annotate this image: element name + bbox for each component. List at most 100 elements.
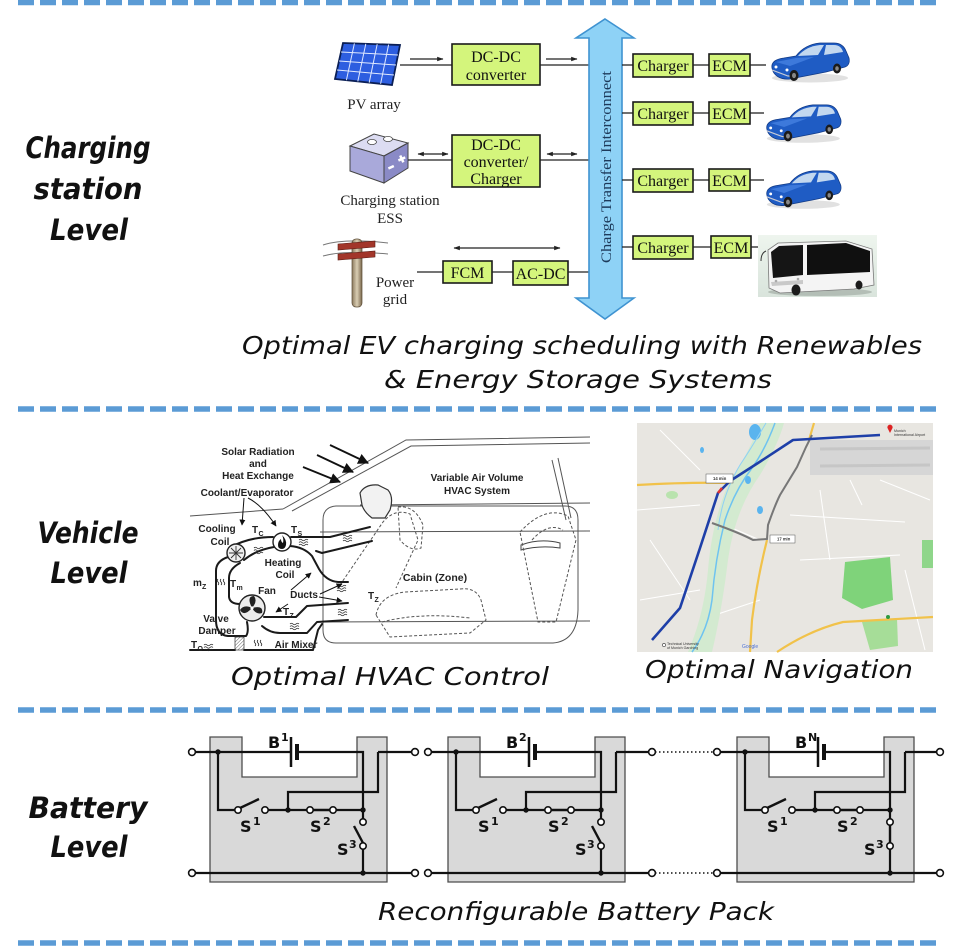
switch-label-superscript: 1 <box>253 815 261 828</box>
switch-contact <box>543 805 552 814</box>
electric-car-icon <box>771 42 850 84</box>
coolant-evaporator-label: Coolant/Evaporator <box>201 488 294 499</box>
symbol-t-c: T <box>252 525 258 536</box>
switch-contact <box>566 805 575 814</box>
battery-label-superscript: N <box>808 731 817 744</box>
interconnect-label: Charge Transfer Interconnect <box>599 70 615 263</box>
level-label-battery-line-2: Level <box>51 830 129 864</box>
ducts-label: Ducts <box>290 590 318 601</box>
power-grid-label-line-1: Power <box>376 275 414 291</box>
ess-converter-label-line-2: converter/ <box>464 154 529 171</box>
symbol-m-z: m <box>193 578 202 589</box>
wire <box>454 752 476 812</box>
route-time-1: 14 min <box>713 476 727 481</box>
switch-contact <box>596 817 605 826</box>
valve-damper-label-line-2: Damper <box>198 626 235 637</box>
level-label-vehicle-line-1: Vehicle <box>38 516 139 550</box>
wire <box>297 750 365 822</box>
symbol-t-m: T <box>230 579 236 590</box>
battery-interconnects <box>187 747 945 878</box>
symbol-t-o-subscript: O <box>198 646 204 653</box>
poi-pin-icon <box>886 615 890 619</box>
symbol-m-z-subscript: Z <box>202 584 207 591</box>
symbol-t-z-cabin: T <box>368 591 374 602</box>
switch-contact <box>596 841 605 850</box>
electric-bus-icon <box>758 235 877 297</box>
switch-open-lever <box>590 825 603 844</box>
switch-label: S <box>837 817 849 836</box>
battery-label: B <box>268 733 280 752</box>
side-mirror <box>359 484 393 519</box>
switch-label-superscript: 3 <box>876 838 884 851</box>
ess-converter-charger-box <box>451 134 541 188</box>
wire <box>535 750 603 822</box>
switch-open-lever <box>477 797 498 810</box>
level-label-charging-line-2: station <box>34 172 143 206</box>
terminal-right-top <box>935 747 945 757</box>
connector <box>410 747 420 757</box>
origin-label-line-1: Technical University <box>667 642 699 646</box>
solar-radiation-arrows <box>302 444 369 484</box>
cooling-coil-label-line-2: Coil <box>211 537 230 548</box>
symbol-t-z-cabin-subscript: Z <box>375 597 380 604</box>
battery-label: B <box>506 733 518 752</box>
ecm-label: ECM <box>714 240 749 257</box>
switch-contact <box>498 805 507 814</box>
electric-car-icon <box>766 104 842 144</box>
alternate-route <box>711 434 813 542</box>
switch-contact <box>885 841 894 850</box>
valve-damper-icon <box>234 636 245 651</box>
valve-damper-label-line-1: Valve <box>203 614 229 625</box>
minor-roads <box>636 429 931 651</box>
switch-contact <box>358 841 367 850</box>
battery-storage-icon <box>348 133 410 184</box>
charging-station-caption-line-1: Optimal EV charging scheduling with Rene… <box>242 331 922 360</box>
charger-label: Charger <box>637 240 689 257</box>
charger-label: Charger <box>637 173 689 190</box>
switch-open-lever <box>239 797 260 810</box>
switch-label: S <box>240 817 252 836</box>
route-time-badge-2 <box>769 534 796 544</box>
origin-pin-icon <box>662 643 666 647</box>
switch-label: S <box>864 840 876 859</box>
level-label-battery-line-1: Battery <box>29 791 149 825</box>
switch-open-lever <box>352 825 365 844</box>
symbol-t-o: T <box>191 640 197 651</box>
ecm-label: ECM <box>712 58 747 75</box>
connector <box>647 868 657 878</box>
pv-array-label: PV array <box>347 97 401 113</box>
switch-contact <box>260 805 269 814</box>
switch-contact <box>832 805 841 814</box>
switch-contact <box>305 805 314 814</box>
power-pole-icon <box>322 238 389 308</box>
switch-label: S <box>767 817 779 836</box>
destination-label-line-2: International Airport <box>894 433 925 437</box>
fan-icon <box>238 594 266 622</box>
fcm-label: FCM <box>451 265 485 282</box>
primary-route <box>651 433 881 641</box>
heating-coil-label-line-1: Heating <box>265 558 302 569</box>
hvac-ducts <box>189 526 373 651</box>
heating-coil-label-line-2: Coil <box>276 570 295 581</box>
destination-pin-icon <box>887 424 893 433</box>
switch-label-superscript: 3 <box>349 838 357 851</box>
electric-car-icon <box>766 170 842 210</box>
switch-label: S <box>478 817 490 836</box>
connector <box>423 868 433 878</box>
symbol-t-s-subscript: S <box>298 531 303 538</box>
symbol-t-m-subscript: m <box>237 585 243 592</box>
level-label-charging-line-1: Charging <box>26 131 151 165</box>
ess-converter-label-line-3: Charger <box>470 171 522 188</box>
hvac-caption: Optimal HVAC Control <box>231 662 549 691</box>
switch-contact <box>855 805 864 814</box>
level-label-vehicle-line-2: Level <box>51 556 129 590</box>
junction-dot <box>360 807 366 813</box>
wire <box>216 752 238 812</box>
junction-dot <box>812 807 818 813</box>
ac-dc-box <box>512 260 569 286</box>
connector <box>647 747 657 757</box>
